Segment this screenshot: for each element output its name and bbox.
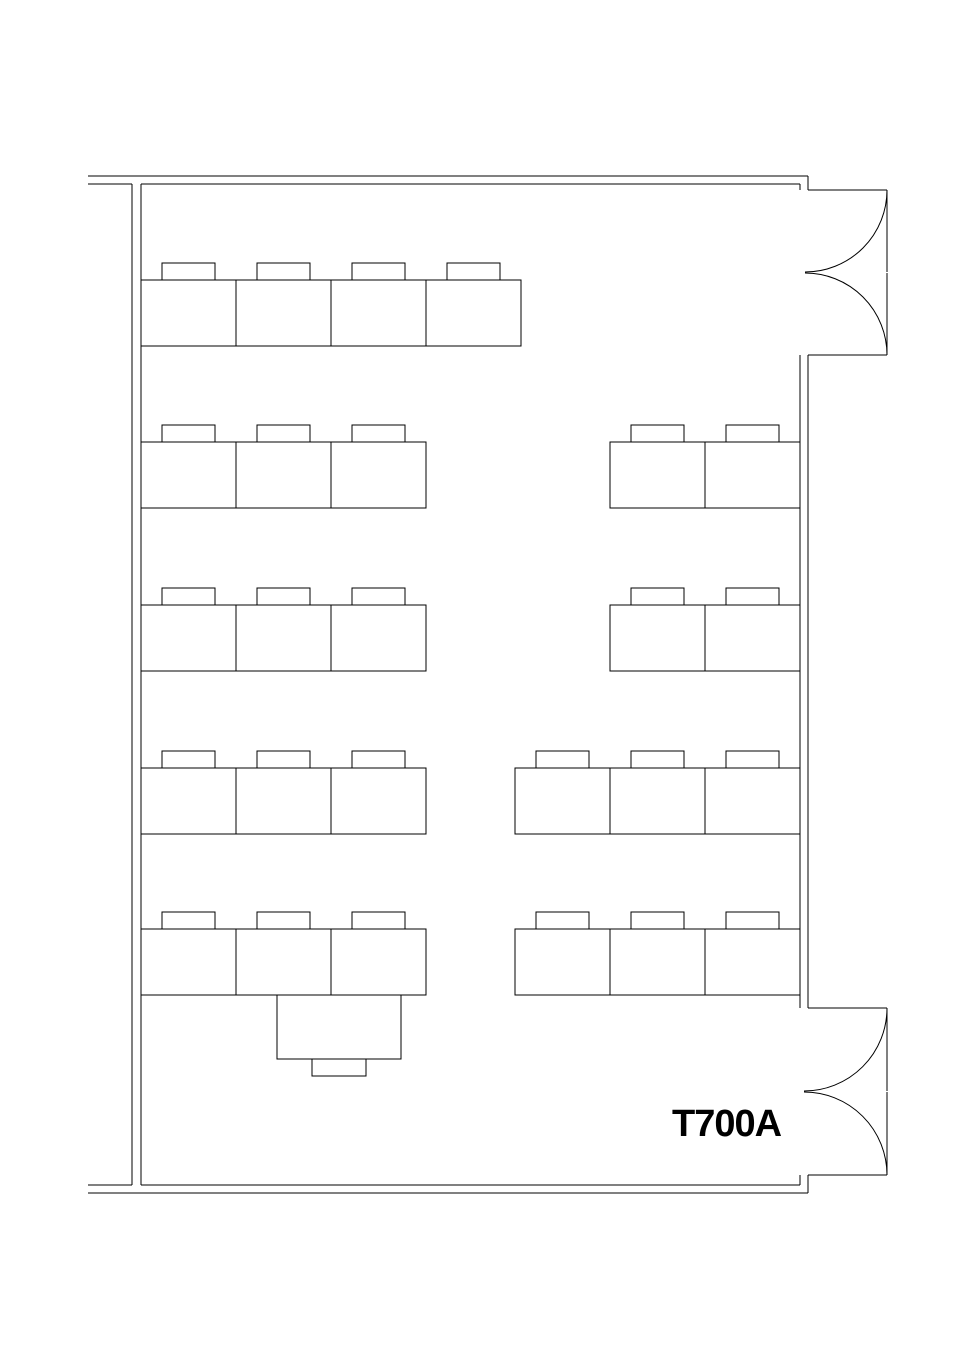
desk-chair [535,911,590,930]
desk-chair [161,424,216,443]
desk-chair [161,262,216,281]
desk [330,928,427,996]
desk [140,279,237,347]
room-number-label: T700A [672,1103,782,1145]
desk [140,441,237,509]
top-door [804,189,888,356]
desk-chair [256,587,311,606]
desk [330,279,427,347]
desk [140,767,237,835]
desk-chair [351,587,406,606]
desk [235,928,332,996]
desk [235,604,332,672]
desk [235,767,332,835]
desk-chair [630,750,685,769]
student-desks [140,262,801,996]
desk-chair [351,911,406,930]
instructor-desk [276,994,402,1077]
desk-chair [351,750,406,769]
desk [609,441,706,509]
desk [514,767,611,835]
desk-chair [725,587,780,606]
desk-chair [161,587,216,606]
desk [425,279,522,347]
desk-chair [630,911,685,930]
desk-chair [256,750,311,769]
desk [140,928,237,996]
desk-chair [351,262,406,281]
desk [609,604,706,672]
desk [704,441,801,509]
desk [330,604,427,672]
door-swing-arc [804,272,888,356]
desk-chair [630,587,685,606]
room-walls [88,175,809,1194]
desk [704,604,801,672]
desk-chair [725,750,780,769]
desk-chair [630,424,685,443]
desk-chair [535,750,590,769]
desk [704,928,801,996]
door-swing-arc [803,1091,888,1176]
door-swing-arc [803,1007,888,1092]
desk-chair [161,750,216,769]
desk [514,928,611,996]
desk-chair [161,911,216,930]
desk [235,279,332,347]
instructor-table [276,994,402,1060]
door-swing-arc [804,189,888,273]
desk [609,928,706,996]
desk-chair [351,424,406,443]
desk [330,441,427,509]
desk [140,604,237,672]
desk [609,767,706,835]
desk-chair [446,262,501,281]
desk-chair [725,911,780,930]
desk-chair [256,262,311,281]
desk-chair [725,424,780,443]
desk-chair [256,911,311,930]
desk [330,767,427,835]
desk [704,767,801,835]
instructor-chair [311,1058,367,1077]
bottom-door [803,1007,888,1176]
desk [235,441,332,509]
desk-chair [256,424,311,443]
